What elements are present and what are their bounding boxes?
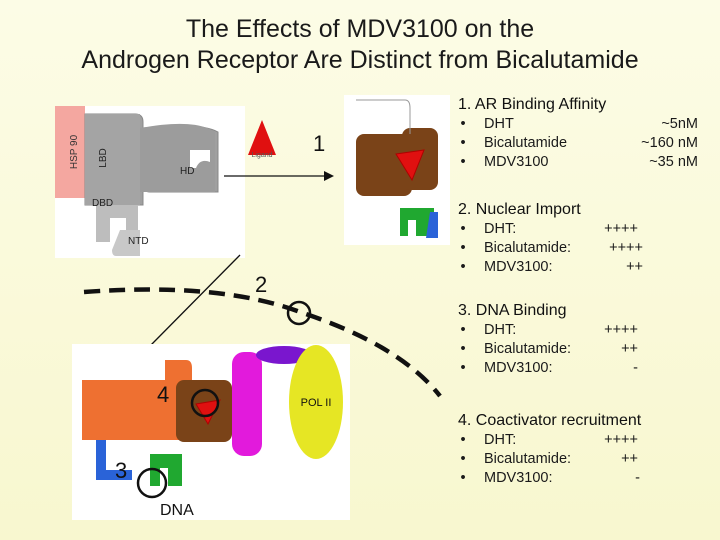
list-item: • Bicalutamide: ++: [458, 450, 641, 469]
item-label: Bicalutamide:: [484, 240, 572, 256]
item-value: ++++: [604, 322, 638, 338]
lbd-domain-face: [85, 114, 140, 205]
item-value: ++: [621, 341, 638, 357]
bound-receptor-body: [356, 134, 412, 196]
bound-receptor-outline: [356, 99, 411, 134]
section-coactivator-recruitment: 4. Coactivator recruitment • DHT: ++++ •…: [458, 412, 641, 488]
section-nuclear-import: 2. Nuclear Import • DHT: ++++ • Bicaluta…: [458, 201, 643, 277]
dna-label: DNA: [160, 502, 194, 519]
item-label: MDV3100:: [484, 360, 553, 376]
item-value: ++++: [604, 432, 638, 448]
pol-ii-label: POL II: [301, 397, 332, 409]
bullet: •: [460, 432, 466, 448]
item-value: ~160 nM: [641, 135, 698, 151]
list-item: • MDV3100: ++: [458, 258, 643, 277]
step-number-2: 2: [255, 272, 267, 297]
item-label: MDV3100:: [484, 259, 553, 275]
step-number-4: 4: [157, 382, 169, 407]
import-arrow-line: [149, 254, 241, 347]
bullet: •: [460, 470, 466, 486]
bullet: •: [460, 116, 466, 132]
item-value: ~35 nM: [649, 154, 698, 170]
section-heading: 3. DNA Binding: [458, 302, 567, 319]
item-value: -: [633, 360, 638, 376]
list-item: • DHT: ++++: [458, 321, 638, 340]
step-number-1: 1: [313, 131, 325, 156]
list-item: • DHT: ++++: [458, 431, 641, 450]
hsp90-bar: [55, 106, 85, 198]
nuclear-membrane: [83, 287, 442, 398]
item-label: DHT:: [484, 221, 517, 237]
list-item: • DHT: ++++: [458, 220, 638, 239]
bullet: •: [460, 135, 466, 151]
item-label: DHT:: [484, 322, 517, 338]
ligand-triangle: [248, 120, 276, 155]
dna-binding-marker: [136, 467, 168, 499]
list-item: • Bicalutamide: ++: [458, 340, 638, 359]
bound-ntd-blue: [426, 212, 438, 238]
item-value: ~5nM: [661, 116, 698, 132]
list-item: • Bicalutamide ~160 nM: [458, 134, 698, 153]
nuclear-ntd-blue: [96, 440, 132, 480]
item-value: -: [635, 470, 640, 486]
hsp90-label: HSP 90: [69, 134, 80, 169]
dbd-label: DBD: [92, 198, 113, 209]
section-binding-affinity: 1. AR Binding Affinity • DHT ~5nM • Bica…: [458, 96, 698, 172]
item-value: ++++: [604, 221, 638, 237]
hd-label: HD: [180, 166, 194, 177]
coactivator-purple: [256, 346, 312, 364]
item-value: ++: [621, 451, 638, 467]
coactivator-marker: [190, 388, 220, 418]
section-dna-binding: 3. DNA Binding • DHT: ++++ • Bicalutamid…: [458, 302, 638, 378]
list-item: • MDV3100: -: [458, 359, 638, 378]
item-label: DHT:: [484, 432, 517, 448]
lbd-label: LBD: [98, 148, 109, 167]
ntd-domain: [112, 230, 140, 256]
ntd-label: NTD: [128, 236, 149, 247]
bullet: •: [460, 322, 466, 338]
bullet: •: [460, 341, 466, 357]
item-label: MDV3100:: [484, 470, 553, 486]
coactivator-orange: [82, 360, 192, 440]
nuclear-dbd-green: [150, 454, 182, 486]
section-heading: 1. AR Binding Affinity: [458, 96, 607, 113]
bullet: •: [460, 240, 466, 256]
step-number-3: 3: [115, 458, 127, 483]
list-item: • MDV3100: -: [458, 469, 641, 488]
ligand-pocket: [190, 150, 210, 168]
section-heading: 4. Coactivator recruitment: [458, 412, 642, 429]
item-value: ++++: [609, 240, 643, 256]
bullet: •: [460, 221, 466, 237]
list-item: • DHT ~5nM: [458, 115, 698, 134]
item-label: DHT: [484, 116, 514, 132]
bullet: •: [460, 259, 466, 275]
item-label: MDV3100: [484, 154, 549, 170]
item-label: Bicalutamide:: [484, 341, 572, 357]
hd-domain: [140, 123, 215, 192]
item-label: Bicalutamide: [484, 135, 568, 151]
list-item: • Bicalutamide: ++++: [458, 239, 643, 258]
slide-title-line2: Androgen Receptor Are Distinct from Bica…: [81, 46, 639, 74]
bullet: •: [460, 451, 466, 467]
coactivator-magenta: [232, 352, 262, 456]
ligand-label: Ligand: [251, 152, 272, 159]
binding-arrow-head: [324, 171, 334, 181]
bound-dbd-green: [400, 208, 434, 236]
item-value: ++: [626, 259, 643, 275]
bullet: •: [460, 360, 466, 376]
list-item: • MDV3100 ~35 nM: [458, 153, 698, 172]
bullet: •: [460, 154, 466, 170]
slide-title-line1: The Effects of MDV3100 on the: [185, 15, 535, 43]
import-marker: [286, 300, 312, 326]
section-heading: 2. Nuclear Import: [458, 201, 581, 218]
item-label: Bicalutamide:: [484, 451, 572, 467]
pol-ii-ellipse: [289, 345, 343, 459]
bound-ligand: [395, 149, 425, 182]
